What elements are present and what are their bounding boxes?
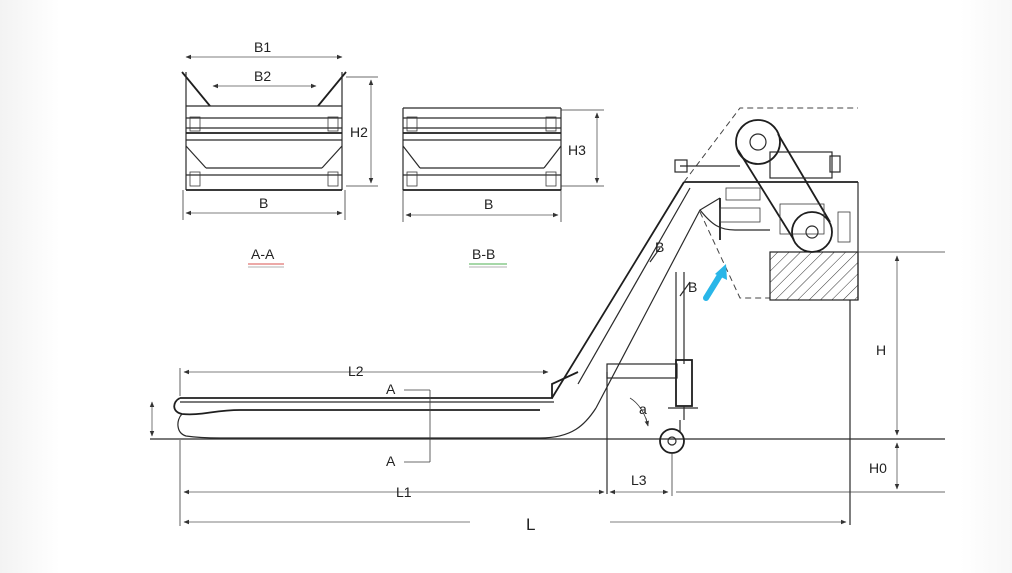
section-aa-title: A-A [251,246,275,262]
l-label: L [526,515,535,534]
h0-label: H0 [869,460,887,476]
l3-label: L3 [631,472,647,488]
incline-top-edge [551,181,685,399]
driven-sprocket [791,211,833,253]
drive-pulley [735,119,781,165]
b2-label: B2 [254,68,271,84]
conveyor-side-view: a B B A A L2 L1 L3 L [149,107,945,534]
right-flange [317,71,347,107]
b-label-bb: B [484,196,493,212]
section-bb-title: B-B [472,246,495,262]
mounting-block [769,251,859,301]
a-marker-bottom: A [386,453,396,469]
h-label: H [876,342,886,358]
b-marker-upper: B [655,239,664,255]
section-bb-view: H3 B B-B [402,107,604,268]
b1-label: B1 [254,39,271,55]
l1-label: L1 [396,484,412,500]
l2-label: L2 [348,363,364,379]
section-arrow-icon [703,264,727,301]
b-label-aa: B [259,195,268,211]
h2-label: H2 [350,124,368,140]
caster-wheel [659,428,685,454]
b-marker-lower: B [688,279,697,295]
section-aa-view: B1 B2 H2 B A-A [181,39,378,268]
support-bracket [606,363,678,379]
conveyor-top-edge [180,371,579,399]
left-flange [181,71,211,107]
a-marker-top: A [386,381,396,397]
angle-a-label: a [639,401,647,417]
h3-label: H3 [568,142,586,158]
